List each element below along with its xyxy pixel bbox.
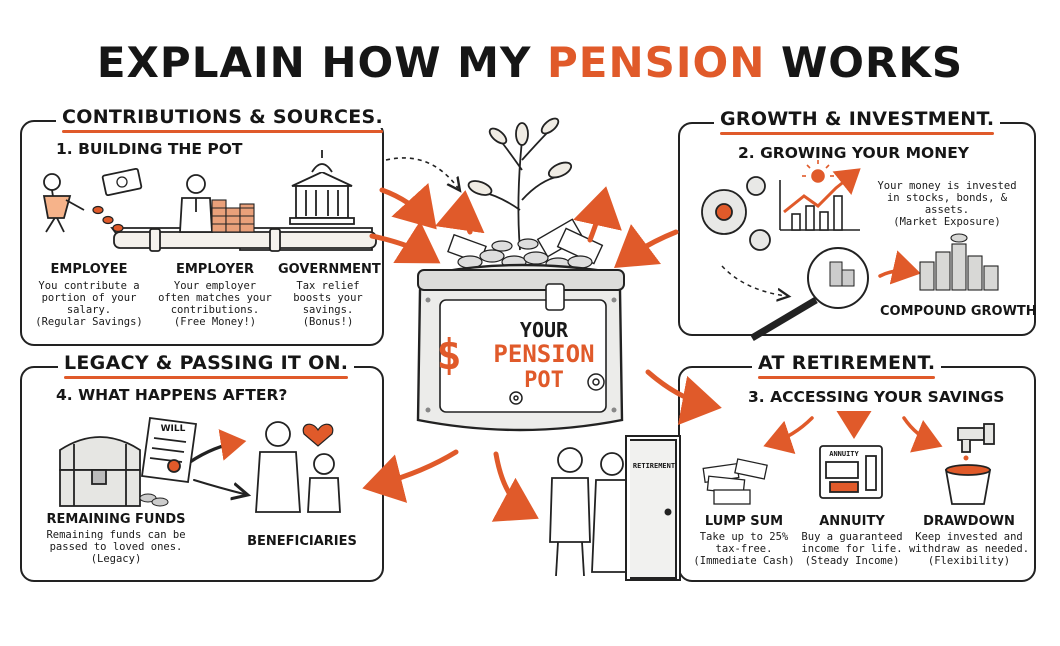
title-accent: PENSION [547, 38, 766, 87]
option-desc-lump-sum: Take up to 25%tax-free.(Immediate Cash) [693, 531, 795, 567]
sun-icon [802, 160, 834, 183]
pot-label-pension: PENSION [493, 340, 595, 368]
will-label: WILL [160, 424, 186, 434]
employee-figure-icon [42, 173, 85, 233]
legacy-subheading: 4. WHAT HAPPENS AFTER? [56, 386, 288, 404]
will-scroll-icon [140, 416, 198, 484]
option-label-annuity: ANNUITY [819, 514, 885, 529]
option-label-drawdown: DRAWDOWN [923, 514, 1015, 529]
retirement-subheading: 3. ACCESSING YOUR SAVINGS [748, 388, 1005, 406]
source-label-employer: EMPLOYER [175, 262, 255, 277]
growth-heading: GROWTH & INVESTMENT. [714, 108, 1001, 135]
treasure-chest-icon [59, 436, 141, 507]
pot-label-your: YOUR [519, 318, 569, 342]
option-label-lump-sum: LUMP SUM [704, 514, 784, 529]
remaining-funds-label: REMAINING FUNDS [46, 512, 186, 527]
source-label-employee: EMPLOYEE [50, 262, 128, 277]
compound-growth-label: COMPOUND GROWTH [880, 304, 1037, 319]
compound-coin-stacks-icon [919, 233, 999, 291]
heart-icon [302, 423, 334, 447]
lump-sum-cash-icon [702, 458, 768, 505]
retirement-heading: AT RETIREMENT. [752, 352, 942, 379]
page-title: EXPLAIN HOW MY PENSION WORKS [0, 38, 1060, 87]
coin-icon [92, 205, 124, 233]
gear-icon [701, 176, 771, 251]
contribution-pipe [110, 227, 377, 252]
beneficiaries-label: BENEFICIARIES [247, 534, 357, 549]
government-building-icon [289, 150, 355, 225]
legacy-heading: LEGACY & PASSING IT ON. [58, 352, 355, 379]
annuity-machine-icon [819, 445, 883, 499]
bucket-icon [944, 455, 992, 505]
pension-pot-icon [416, 117, 625, 432]
banknote-icon [101, 167, 143, 197]
tap-icon [957, 423, 995, 453]
contributions-subheading: 1. BUILDING THE POT [56, 140, 243, 158]
coin-stack-icon [211, 199, 255, 233]
door-sign: RETIREMENT [632, 462, 676, 470]
title-prefix: EXPLAIN HOW MY [96, 38, 547, 87]
retiree-couple-icon [549, 447, 633, 577]
door-icon [625, 435, 681, 581]
annuity-machine-sign: ANNUITY [829, 450, 859, 458]
source-label-government: GOVERNMENT [278, 262, 381, 277]
contributions-heading: CONTRIBUTIONS & SOURCES. [56, 106, 390, 133]
growth-subheading: 2. GROWING YOUR MONEY [738, 144, 970, 162]
pot-label-pot: POT [524, 368, 564, 393]
title-suffix: WORKS [765, 38, 964, 87]
beneficiaries-figures-icon [255, 421, 341, 513]
magnifier-icon [750, 247, 869, 342]
pot-currency-symbol: $ [436, 330, 462, 379]
chart-icon [779, 168, 861, 231]
employer-figure-icon [179, 174, 213, 233]
